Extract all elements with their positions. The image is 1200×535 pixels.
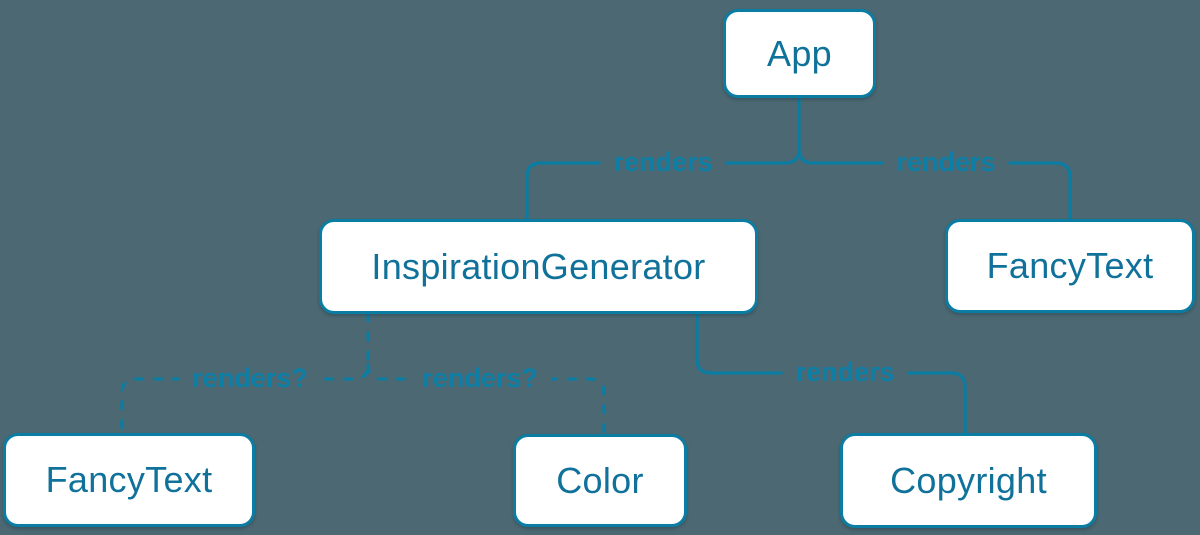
node-fancy-text-top: FancyText	[945, 219, 1195, 313]
node-fancy-text-bottom: FancyText	[3, 433, 255, 527]
edge-label-inspirationgenerator-fancytext: renders?	[179, 363, 321, 395]
edge-label-inspirationgenerator-copyright: renders	[782, 357, 908, 389]
node-app: App	[723, 9, 876, 98]
edge-label-app-inspirationgenerator: renders	[600, 147, 726, 179]
edge-label-app-fancytext: renders	[883, 147, 1009, 179]
node-inspiration-generator: InspirationGenerator	[319, 219, 758, 314]
node-copyright: Copyright	[840, 433, 1097, 528]
node-color: Color	[513, 434, 687, 527]
edge-inspirationgenerator-to-color-dashed-line	[366, 363, 606, 436]
edge-app-to-fancytext-line	[797, 148, 1072, 219]
edge-label-inspirationgenerator-color: renders?	[409, 363, 551, 395]
